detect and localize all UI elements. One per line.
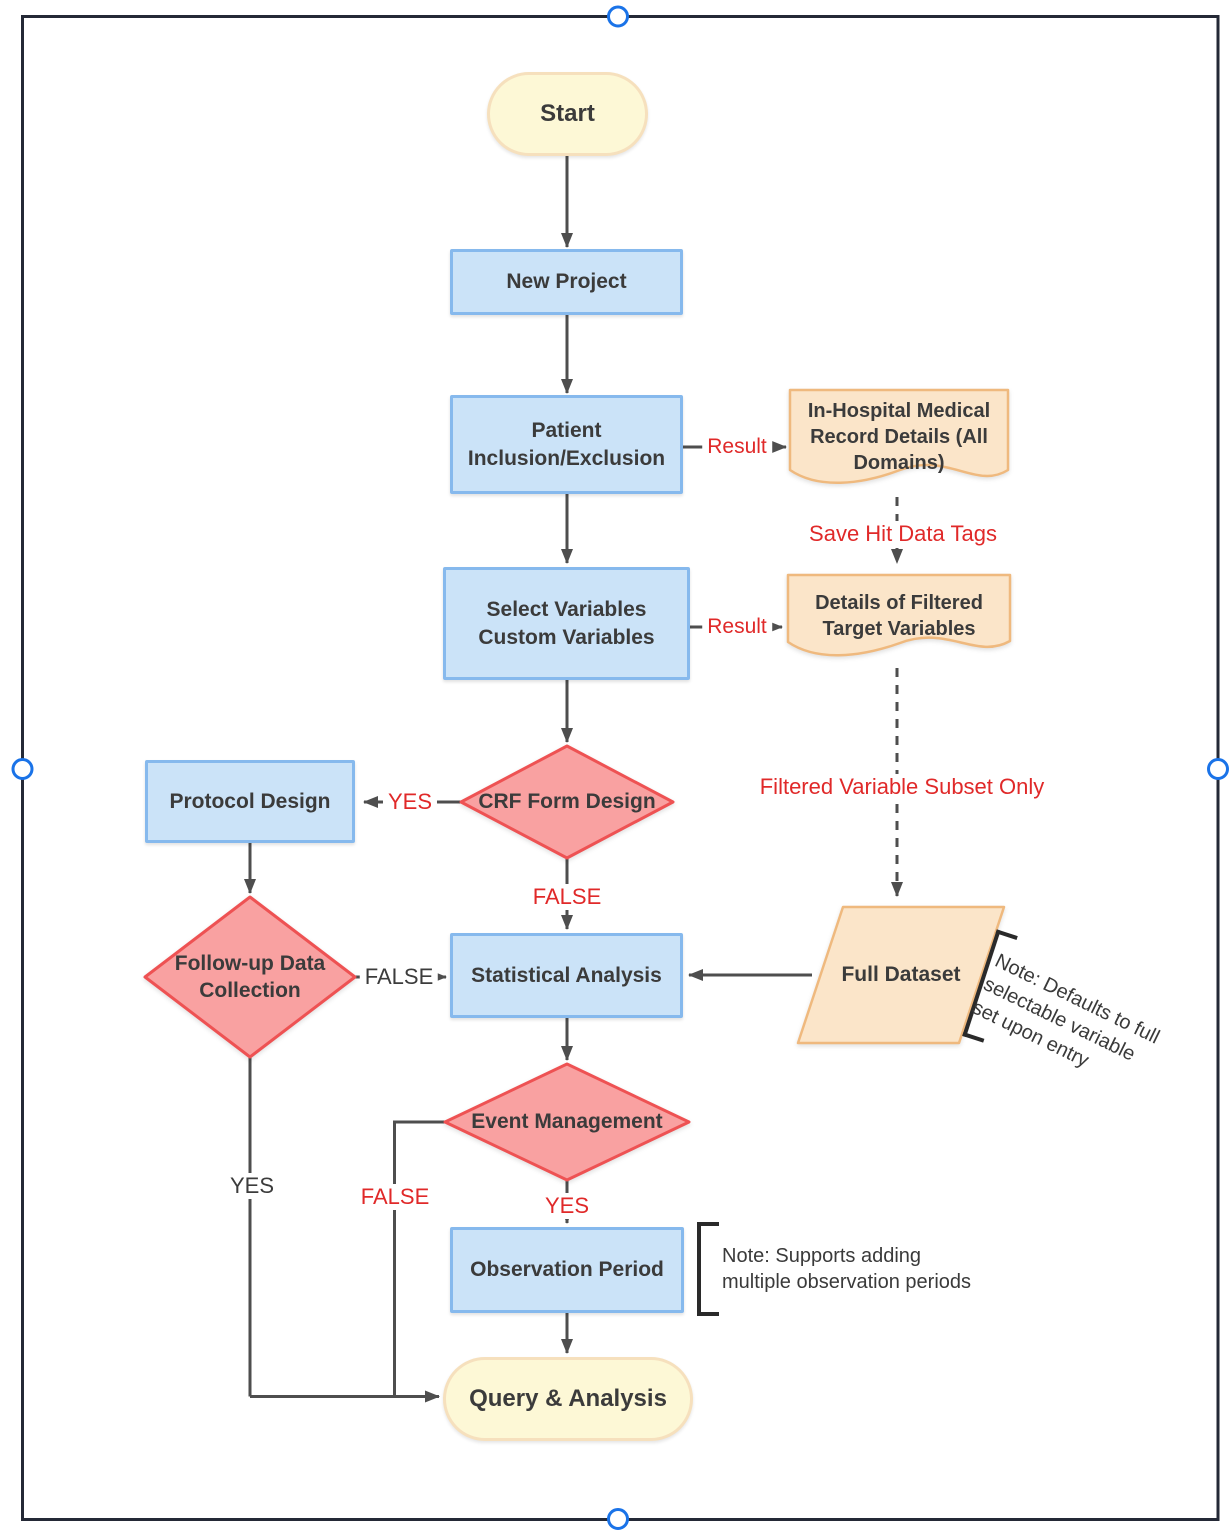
edge-label-result-1: Result <box>702 435 772 459</box>
document-shape-icon <box>788 388 1010 485</box>
edge-label-followup-yes: YES <box>224 1173 280 1199</box>
edge-event-false-branch[interactable] <box>393 1120 446 1398</box>
note-bracket-observation <box>697 1222 719 1316</box>
node-full-dataset-label: Full Dataset <box>841 963 961 987</box>
node-new-project-label: New Project <box>506 270 627 294</box>
edge-label-save-hit-data-tags: Save Hit Data Tags <box>804 521 1002 547</box>
edge-label-result-2: Result <box>702 615 772 639</box>
node-start[interactable]: Start <box>487 72 648 156</box>
diamond-shape-icon <box>459 744 675 860</box>
node-full-dataset[interactable]: Full Dataset <box>795 905 1007 1045</box>
node-statistical-analysis[interactable]: Statistical Analysis <box>450 933 683 1018</box>
node-protocol-design[interactable]: Protocol Design <box>145 760 355 843</box>
node-event-management-label: Event Management <box>471 1110 663 1134</box>
node-inhospital-records[interactable]: In-Hospital Medical Record Details (All … <box>788 388 1010 500</box>
resize-handle-bottom[interactable] <box>607 1508 629 1530</box>
node-event-management[interactable]: Event Management <box>443 1062 691 1182</box>
note-observation: Note: Supports adding multiple observati… <box>722 1245 972 1293</box>
node-patient-inclusion-label: Patient Inclusion/Exclusion <box>467 419 666 470</box>
diamond-shape-icon <box>143 895 357 1059</box>
resize-handle-top[interactable] <box>607 5 629 28</box>
edge-label-followup-false: FALSE <box>359 964 439 990</box>
node-followup-collection[interactable]: Follow-up Data Collection <box>143 895 357 1059</box>
edge-followup-yes-branch[interactable] <box>248 1057 439 1397</box>
node-query-analysis-label: Query & Analysis <box>469 1385 667 1413</box>
node-start-label: Start <box>540 100 595 128</box>
node-statistical-analysis-label: Statistical Analysis <box>471 963 662 987</box>
resize-handle-left[interactable] <box>11 758 34 780</box>
edge-label-filtered-variable-subset: Filtered Variable Subset Only <box>754 774 1050 800</box>
node-observation-period[interactable]: Observation Period <box>450 1227 684 1313</box>
node-filtered-variables[interactable]: Details of Filtered Target Variables <box>786 573 1012 668</box>
node-patient-inclusion[interactable]: Patient Inclusion/Exclusion <box>450 395 683 494</box>
node-crf-form-design-label: CRF Form Design <box>478 790 656 814</box>
node-select-variables-label: Select Variables Custom Variables <box>478 598 655 649</box>
parallelogram-shape-icon <box>796 905 1006 1045</box>
edge-label-event-yes: YES <box>539 1193 595 1219</box>
resize-handle-right[interactable] <box>1207 758 1229 780</box>
node-observation-period-label: Observation Period <box>470 1258 664 1282</box>
node-select-variables[interactable]: Select Variables Custom Variables <box>443 567 690 680</box>
node-followup-collection-label: Follow-up Data Collection <box>174 951 326 1002</box>
edge-label-crf-yes: YES <box>382 789 438 815</box>
edge-label-crf-false: FALSE <box>527 884 607 910</box>
node-filtered-variables-label: Details of Filtered Target Variables <box>815 591 983 640</box>
node-query-analysis[interactable]: Query & Analysis <box>443 1357 693 1441</box>
diamond-shape-icon <box>443 1062 691 1182</box>
node-crf-form-design[interactable]: CRF Form Design <box>459 744 675 860</box>
document-shape-icon <box>786 573 1012 657</box>
node-new-project[interactable]: New Project <box>450 249 683 315</box>
edge-label-event-false: FALSE <box>355 1184 435 1210</box>
node-protocol-design-label: Protocol Design <box>169 789 331 813</box>
node-inhospital-records-label: In-Hospital Medical Record Details (All … <box>807 400 991 474</box>
